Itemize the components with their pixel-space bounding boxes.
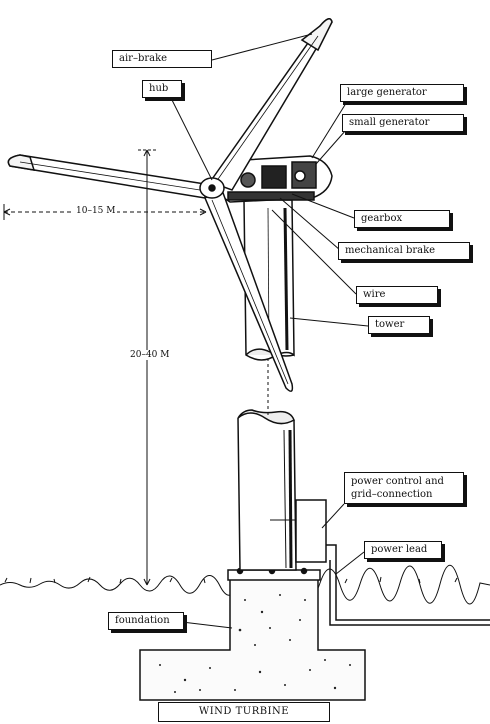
label-power-control-line1: power control and	[351, 476, 444, 487]
label-wire: wire	[356, 286, 438, 304]
diagram-title: WIND TURBINE	[158, 702, 330, 722]
power-control-box	[270, 499, 490, 626]
label-power-control: power control and grid–connection	[344, 472, 464, 504]
label-gearbox: gearbox	[354, 210, 450, 228]
rotor-hub	[199, 177, 225, 199]
label-foundation: foundation	[108, 612, 184, 630]
label-power-lead: power lead	[364, 541, 442, 559]
label-large-generator: large generator	[340, 84, 464, 102]
label-hub: hub	[142, 80, 182, 98]
label-tower: tower	[368, 316, 430, 334]
leader-lines	[169, 33, 369, 629]
label-air-brake: air–brake	[112, 50, 212, 68]
label-mechanical-brake: mechanical brake	[338, 242, 470, 260]
dimension-rotor-radius: 10–15 M	[74, 206, 118, 216]
foundation-texture	[159, 594, 351, 693]
label-power-control-line2: grid–connection	[351, 489, 433, 500]
foundation-block	[139, 577, 366, 701]
lower-tower	[237, 409, 297, 571]
rotor-blades	[7, 18, 333, 392]
dimension-hub-height: 20–40 M	[128, 350, 172, 360]
label-small-generator: small generator	[342, 114, 464, 132]
